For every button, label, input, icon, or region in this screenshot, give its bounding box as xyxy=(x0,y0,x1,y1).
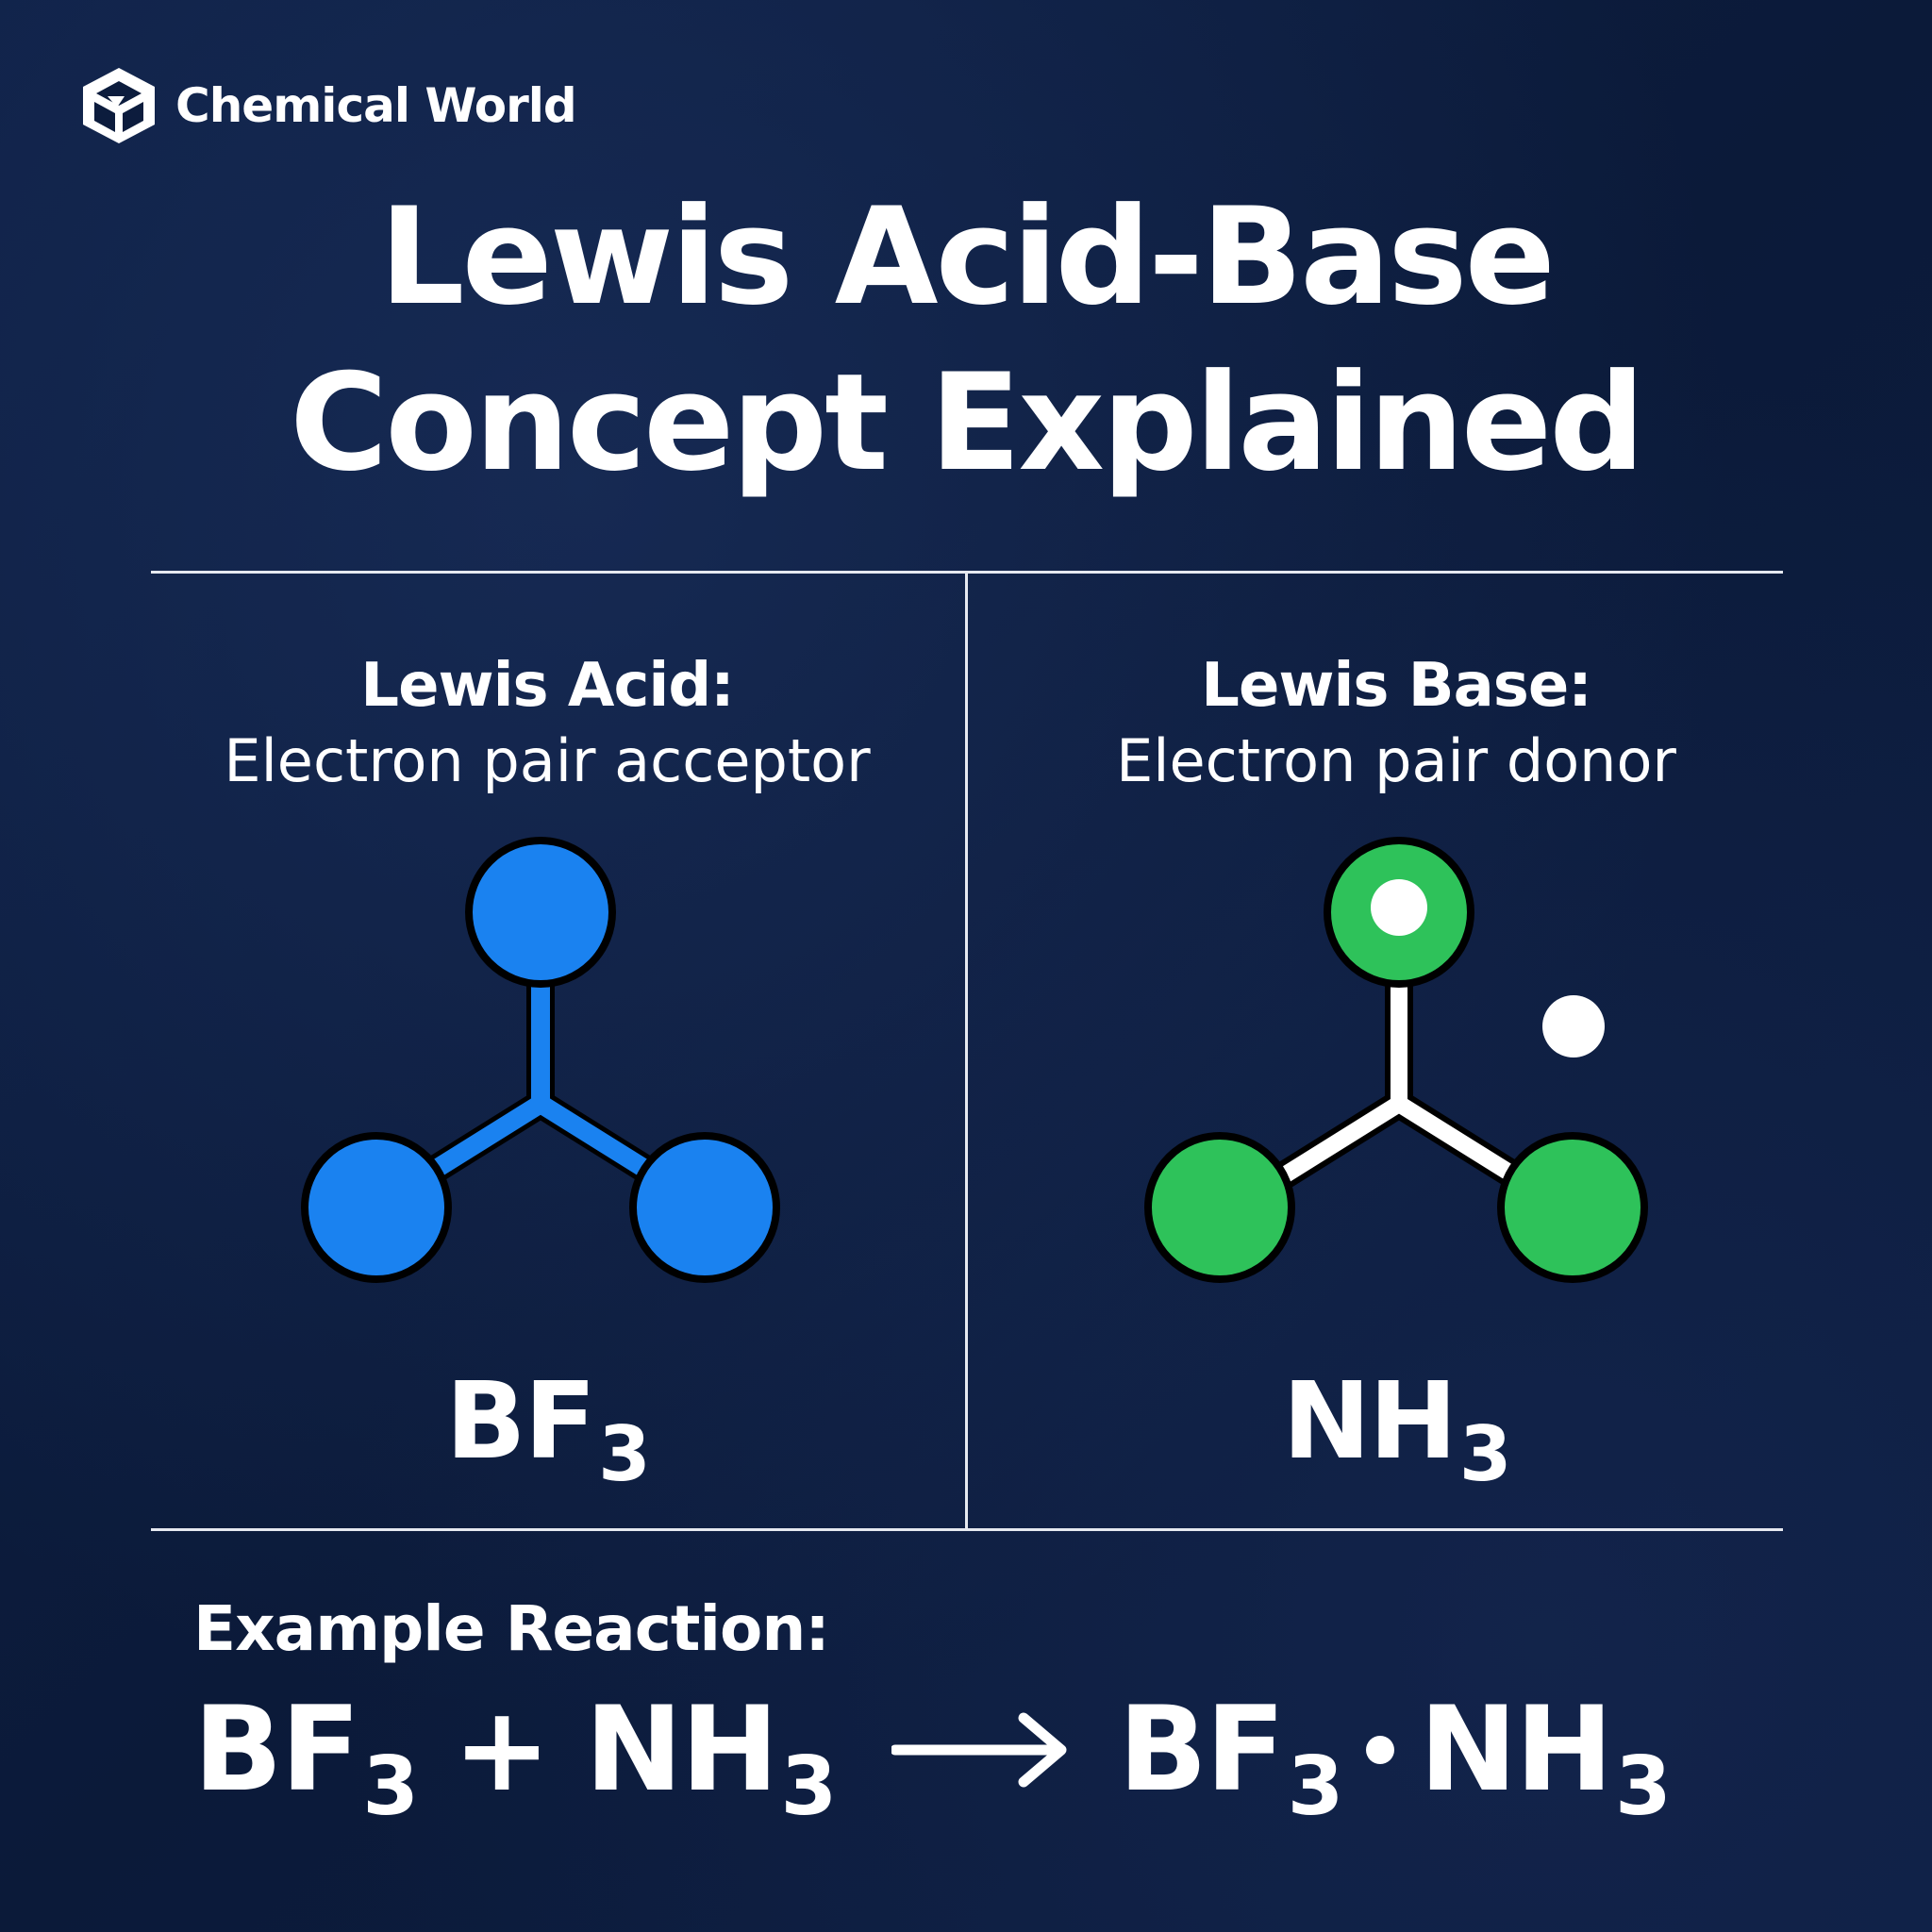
acid-description: Electron pair acceptor xyxy=(224,726,871,795)
acid-formula: BF3 xyxy=(142,1356,953,1498)
reactant-1: BF3 xyxy=(193,1682,419,1834)
base-formula-subscript: 3 xyxy=(1458,1410,1512,1498)
acid-formula-main: BF xyxy=(445,1360,596,1483)
acid-panel: Lewis Acid: Electron pair acceptor BF3 xyxy=(142,573,953,1531)
acid-formula-subscript: 3 xyxy=(598,1410,651,1498)
reactant-2-subscript: 3 xyxy=(780,1740,838,1834)
product-b-subscript: 3 xyxy=(1615,1740,1672,1834)
reactant-2: NH3 xyxy=(584,1682,837,1834)
base-panel: Lewis Base: Electron pair donor NH3 xyxy=(991,573,1802,1531)
top-divider xyxy=(151,571,1783,574)
base-formula-main: NH xyxy=(1282,1360,1457,1483)
example-label: Example Reaction: xyxy=(193,1592,830,1665)
page-title: Lewis Acid-Base Concept Explained xyxy=(0,175,1932,507)
reactant-2-main: NH xyxy=(584,1682,779,1818)
reactant-1-subscript: 3 xyxy=(362,1740,419,1834)
reactant-1-main: BF xyxy=(193,1682,360,1818)
title-line-1: Lewis Acid-Base xyxy=(379,179,1556,335)
reaction-arrow-icon xyxy=(891,1712,1067,1788)
reaction-equation: BF3 + NH3 BF3 NH3 xyxy=(193,1679,1672,1834)
base-description: Electron pair donor xyxy=(1116,726,1676,795)
brand: Chemical World xyxy=(79,64,577,147)
cube-logo-icon xyxy=(83,68,155,143)
base-formula: NH3 xyxy=(991,1356,1802,1498)
center-divider xyxy=(965,573,968,1531)
product-a-main: BF xyxy=(1118,1682,1285,1818)
title-line-2: Concept Explained xyxy=(290,345,1645,501)
product-part-a: BF3 xyxy=(1118,1682,1343,1834)
bottom-divider xyxy=(151,1528,1783,1531)
brand-name: Chemical World xyxy=(175,78,577,133)
acid-heading: Lewis Acid: xyxy=(360,651,734,721)
base-heading: Lewis Base: xyxy=(1201,651,1592,721)
product-b-main: NH xyxy=(1419,1682,1613,1818)
product-a-subscript: 3 xyxy=(1287,1740,1344,1834)
plus-sign: + xyxy=(453,1682,551,1818)
adduct-dot xyxy=(1366,1736,1395,1764)
product-part-b: NH3 xyxy=(1419,1682,1671,1834)
